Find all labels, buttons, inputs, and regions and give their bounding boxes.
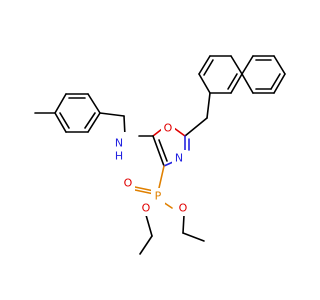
ester-oxygen-right-label: O	[179, 202, 188, 215]
ester-oxygen-left-label: O	[142, 202, 151, 215]
bond	[54, 93, 67, 114]
bond	[134, 189, 155, 195]
molecule-structure: N H O N P O O O	[34, 55, 286, 255]
ring-oxygen-label: O	[164, 122, 173, 135]
phosphorus-label: P	[155, 190, 162, 203]
double-bond-oxygen-label: O	[124, 177, 133, 190]
ring-nitrogen-label: N	[175, 152, 183, 165]
bond-inner	[227, 73, 238, 90]
bond-inner	[270, 73, 281, 90]
bond	[163, 161, 174, 167]
bond	[198, 55, 211, 75]
bond	[99, 112, 125, 117]
bond	[198, 73, 211, 94]
amine-nitrogen-label: N	[115, 137, 123, 150]
bond	[273, 73, 286, 94]
bond	[158, 165, 165, 189]
bond	[152, 128, 163, 137]
bond	[230, 55, 243, 75]
oxazole-ring	[152, 127, 190, 167]
naphthalene-group	[198, 55, 286, 94]
bond	[173, 127, 186, 137]
bond	[230, 73, 243, 94]
bond	[241, 55, 254, 75]
bond	[54, 112, 67, 133]
atom-labels: N H O N P O O O	[113, 120, 190, 216]
bond	[206, 92, 211, 119]
amine-hydrogen-label: H	[115, 150, 123, 163]
molecule-canvas: N H O N P O O O	[34, 55, 286, 255]
bond	[145, 214, 153, 237]
bond	[182, 214, 185, 234]
bond	[134, 186, 155, 192]
bond	[273, 55, 286, 75]
bond-inner	[203, 59, 214, 76]
bond	[184, 117, 208, 137]
bond	[139, 235, 153, 255]
bond-inner	[59, 112, 70, 129]
bond-inner	[84, 112, 96, 129]
bond-inner	[158, 139, 168, 162]
bond	[87, 112, 101, 133]
toluene-ring	[34, 93, 101, 133]
bond	[87, 93, 101, 114]
bond	[152, 135, 165, 167]
bond	[182, 232, 205, 242]
bond	[241, 73, 254, 94]
